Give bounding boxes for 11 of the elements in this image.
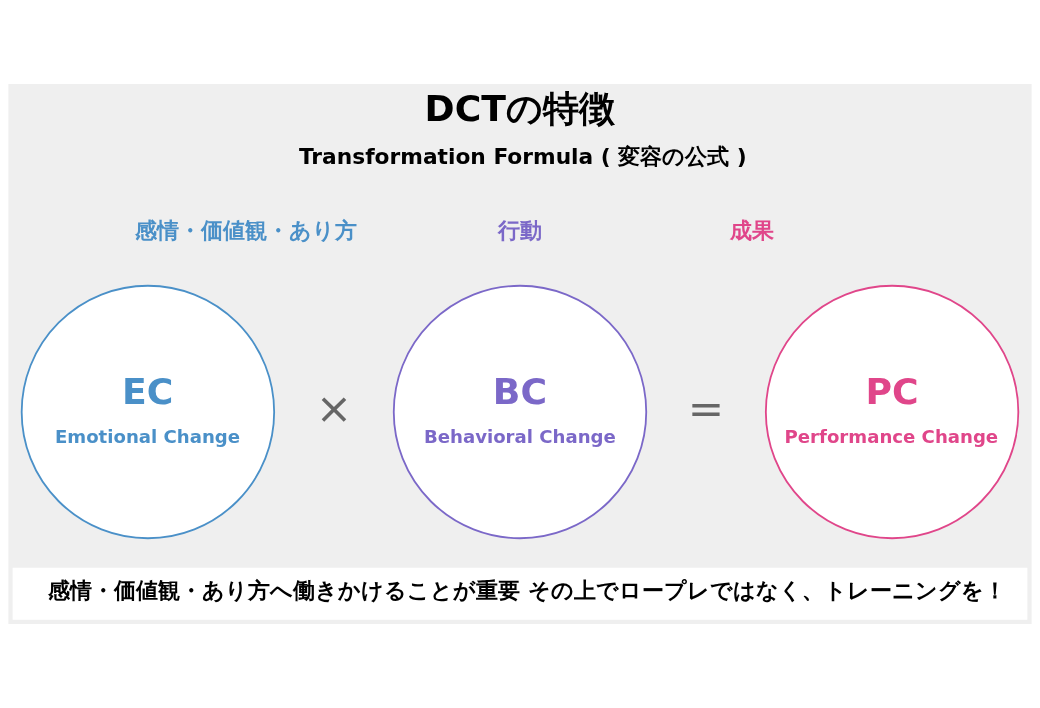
label: Transformation Formula ( 変容の公式 ) (298, 144, 747, 170)
label: × (315, 382, 353, 433)
node-circle: EC Emotional Change (20, 284, 276, 540)
node-label: 行動 (497, 217, 542, 243)
caption: 感情・価値観・あり方へ働きかけることが重要 その上でロープレではなく、トレーニングを！ (48, 577, 1006, 603)
diagram-title: DCTの特徴 (424, 87, 615, 131)
node-label: 成果 (729, 217, 774, 243)
label: = (687, 382, 725, 433)
node-label: 感情・価値観・あり方 (134, 217, 357, 243)
node-circle: PC Performance Change (764, 284, 1020, 540)
node-circle: BC Behavioral Change (392, 284, 648, 540)
